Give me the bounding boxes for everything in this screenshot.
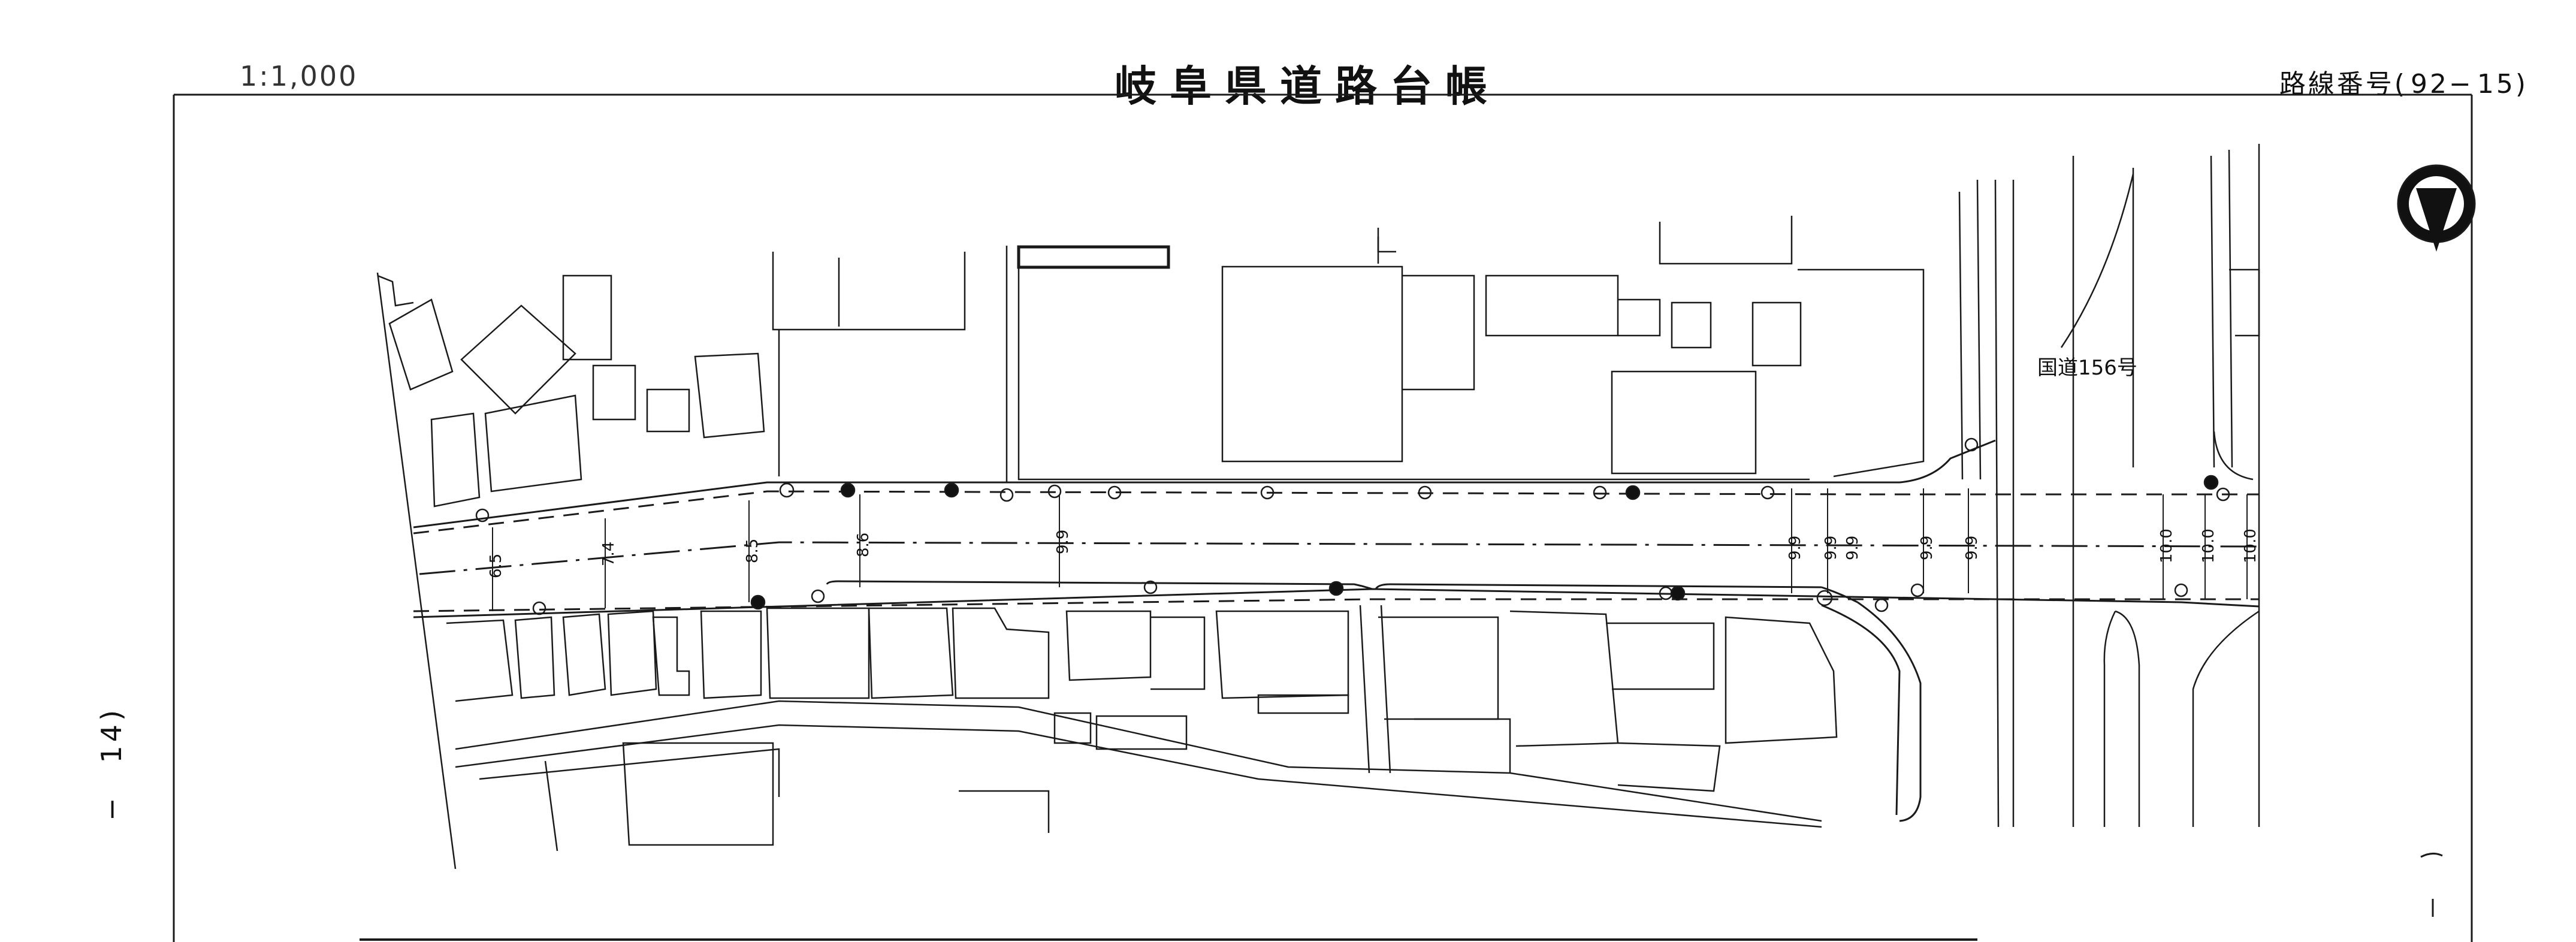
page-title: 岐阜県道路台帳 bbox=[1115, 62, 1500, 111]
width-label: 10.0 bbox=[2158, 529, 2176, 563]
width-label: 9.9 bbox=[1918, 536, 1936, 560]
width-label: 9.9 bbox=[1844, 536, 1862, 560]
national-highway-156: 国道156号 bbox=[1958, 144, 2260, 828]
dashed-road-lines bbox=[413, 490, 2259, 612]
width-label: 9.9 bbox=[1822, 536, 1840, 560]
width-label: 10.0 bbox=[2200, 529, 2218, 563]
map-scale: 1:1,000 bbox=[240, 60, 358, 92]
width-label: 9.9 bbox=[1963, 536, 1981, 560]
highway-label: 国道156号 bbox=[2037, 356, 2137, 380]
width-label: 10.0 bbox=[2242, 529, 2260, 563]
road-centerline bbox=[419, 541, 2260, 575]
buildings-south bbox=[446, 605, 1838, 852]
buildings-north bbox=[376, 216, 1925, 869]
road-edges bbox=[413, 439, 2260, 822]
width-label: 8.5 bbox=[744, 539, 762, 563]
width-label: 9.9 bbox=[1054, 530, 1072, 554]
route-number-minor: 15) bbox=[2477, 69, 2528, 99]
width-label: 9.9 bbox=[1786, 536, 1804, 560]
width-label: 6.5 bbox=[487, 554, 505, 578]
width-dimension-lines bbox=[492, 488, 2248, 611]
map-frame bbox=[173, 93, 2473, 942]
width-labels: 6.5 7.4 8.5 8.6 9.9 9.9 9.9 9.9 9.9 9.9 … bbox=[487, 529, 2260, 578]
width-label: 7.4 bbox=[600, 542, 618, 566]
north-arrow-icon bbox=[2397, 164, 2476, 252]
utility-markers bbox=[475, 437, 2230, 615]
width-label: 8.6 bbox=[854, 533, 872, 557]
